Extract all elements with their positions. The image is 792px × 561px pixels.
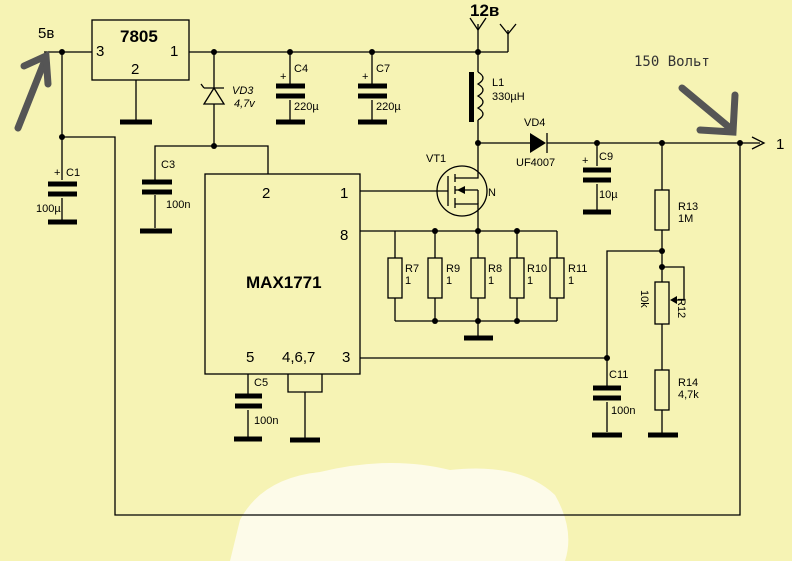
value-c9: 10µ xyxy=(599,189,618,201)
label-c11: C11 xyxy=(609,369,628,381)
value-c4: 220µ xyxy=(294,101,319,113)
label-c5: C5 xyxy=(254,377,268,389)
label-c9: C9 xyxy=(599,151,613,163)
svg-text:1: 1 xyxy=(527,275,533,287)
label-c7: C7 xyxy=(376,63,390,75)
svg-text:2: 2 xyxy=(131,61,139,78)
capacitor-c9: + C9 10µ xyxy=(582,143,618,215)
svg-text:+: + xyxy=(362,71,368,83)
rail-12v: 12в xyxy=(189,1,517,55)
output-pin: 1 xyxy=(776,136,784,153)
label-r13: R13 xyxy=(678,201,698,213)
svg-text:1: 1 xyxy=(446,275,452,287)
sense-resistors: R7 1 R9 1 R8 1 R10 1 R11 1 xyxy=(360,228,587,341)
svg-text:+: + xyxy=(54,167,60,179)
svg-text:4,6,7: 4,6,7 xyxy=(282,349,315,366)
svg-text:1: 1 xyxy=(340,185,348,202)
label-max1771: MAX1771 xyxy=(246,273,322,292)
label-c1: C1 xyxy=(66,167,80,179)
label-150v: 150 Вольт xyxy=(634,54,710,70)
capacitor-c7: + C7 220µ xyxy=(358,52,401,125)
label-r14: R14 xyxy=(678,377,698,389)
svg-text:1: 1 xyxy=(170,43,178,60)
label-r10: R10 xyxy=(527,263,547,275)
arrow-5v-icon xyxy=(14,50,52,132)
divider: R13 1M 10k R12 R14 4,7k xyxy=(606,143,699,438)
label-7805: 7805 xyxy=(120,27,158,46)
value-r12: 10k xyxy=(638,290,650,308)
label-r9: R9 xyxy=(446,263,460,275)
value-vd4: UF4007 xyxy=(516,157,555,169)
type-vt1: N xyxy=(488,187,496,199)
value-r14: 4,7k xyxy=(678,389,699,401)
regulator-7805: 7805 3 2 1 xyxy=(91,19,190,125)
svg-text:3: 3 xyxy=(96,43,104,60)
svg-text:3: 3 xyxy=(342,349,350,366)
inductor-l1: L1 330µH xyxy=(469,52,525,168)
svg-text:5: 5 xyxy=(246,349,254,366)
white-blob xyxy=(230,462,569,561)
label-vd4: VD4 xyxy=(524,117,545,129)
label-c3: C3 xyxy=(161,159,175,171)
value-r13: 1M xyxy=(678,213,693,225)
value-c5: 100n xyxy=(254,415,278,427)
label-r7: R7 xyxy=(405,263,419,275)
ic-max1771: MAX1771 2 1 8 5 4,6,7 3 xyxy=(204,173,607,375)
value-l1: 330µH xyxy=(492,91,525,103)
input-5v: 5в xyxy=(38,25,741,516)
capacitor-c3: C3 100n xyxy=(140,145,269,234)
diode-vd4: VD4 UF4007 1 150 Вольт xyxy=(478,54,784,169)
ground-467 xyxy=(287,374,323,443)
capacitor-c1: + C1 100µ xyxy=(36,137,80,225)
label-vt1: VT1 xyxy=(426,153,446,165)
label-vd3: VD3 xyxy=(232,85,254,97)
label-r11: R11 xyxy=(568,263,587,275)
label-12v: 12в xyxy=(470,1,499,20)
value-c7: 220µ xyxy=(376,101,401,113)
mosfet-vt1: VT1 N xyxy=(360,153,496,230)
svg-text:2: 2 xyxy=(262,185,270,202)
svg-text:1: 1 xyxy=(568,275,574,287)
svg-text:1: 1 xyxy=(488,275,494,287)
svg-text:8: 8 xyxy=(340,227,348,244)
value-vd3: 4,7v xyxy=(234,98,256,110)
value-c11: 100n xyxy=(611,405,635,417)
label-c4: C4 xyxy=(294,63,308,75)
value-c3: 100n xyxy=(166,199,190,211)
zener-vd3: VD3 4,7v xyxy=(200,52,256,149)
svg-text:+: + xyxy=(582,155,588,167)
label-5v: 5в xyxy=(38,25,54,42)
arrow-150v-icon xyxy=(678,84,739,136)
label-r8: R8 xyxy=(488,263,502,275)
svg-text:1: 1 xyxy=(405,275,411,287)
svg-text:+: + xyxy=(280,71,286,83)
label-r12: R12 xyxy=(675,298,687,318)
value-c1: 100µ xyxy=(36,203,61,215)
capacitor-c5: C5 100n xyxy=(234,374,278,442)
capacitor-c11: C11 100n xyxy=(592,355,635,438)
capacitor-c4: + C4 220µ xyxy=(276,52,319,125)
label-l1: L1 xyxy=(492,77,504,89)
